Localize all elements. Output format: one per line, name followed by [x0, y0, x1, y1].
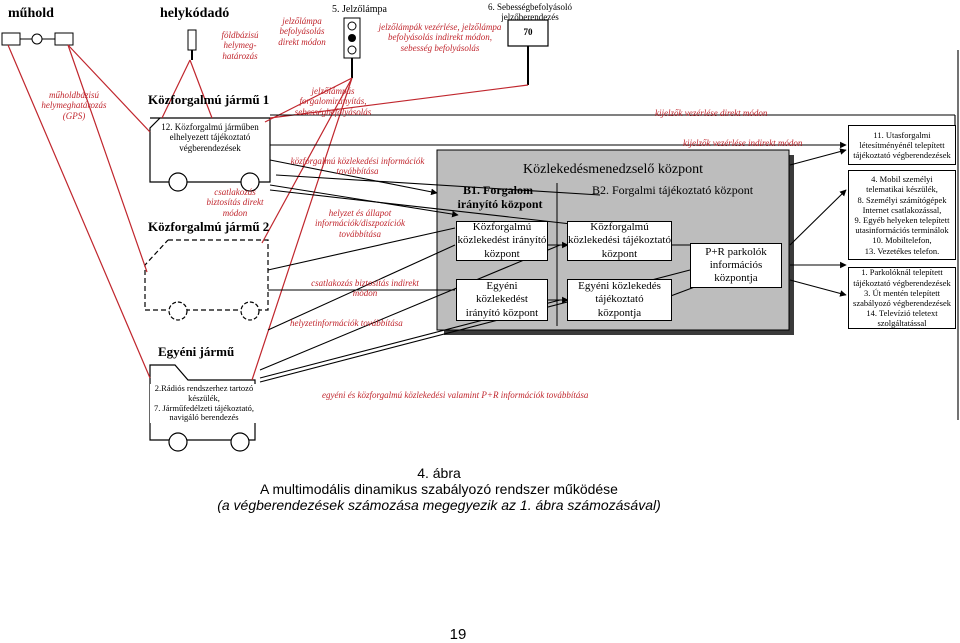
b1-public-box: Közforgalmú közlekedést irányító központ — [456, 221, 548, 261]
terminal-box-1: 1. Parkolóknál telepített tájékoztató vé… — [848, 267, 956, 329]
bus-2-wheel-rear — [240, 301, 260, 321]
bus-1-wheel-front — [168, 172, 188, 192]
speed-sign-icon — [507, 19, 549, 85]
beacon-icon — [187, 29, 197, 60]
bus-2-title: Közforgalmú jármű 2 — [148, 219, 270, 234]
terminal-box-11: 11. Utasforgalmi létesítményénél telepít… — [848, 125, 956, 165]
figure-number: 4. ábra — [417, 465, 461, 481]
beacon-label: helykódadó — [160, 6, 230, 21]
direct-display-label: kijelzők vezérlése direkt módon — [655, 108, 768, 118]
car-wheel-rear — [230, 432, 250, 452]
signal-direct-label: jelzőlámpa befolyásolás direkt módon — [278, 16, 326, 47]
speed-device-title: 6. Sebességbefolyásoló jelzőberendezés — [488, 2, 572, 23]
bus-1-device-label: 12. Közforgalmú járműben elhelyezett táj… — [161, 122, 259, 153]
bus-1-wheel-rear — [240, 172, 260, 192]
car-wheel-front — [168, 432, 188, 452]
center-title: Közlekedésmenedzselő központ — [523, 162, 703, 177]
pr-center-box: P+R parkolók információs központja — [690, 243, 782, 288]
traffic-light-icon — [343, 17, 361, 78]
data-flow-lines — [259, 50, 959, 420]
page-number: 19 — [449, 626, 467, 643]
indirect-connection-label: csatlakozás biztosítás indirekt módon — [311, 278, 419, 299]
car-title: Egyéni jármű — [158, 344, 235, 359]
position-info-label: helyzetinformációk továbbítása — [290, 318, 403, 328]
public-info-label: közforgalmú közlekedési információk tová… — [290, 156, 425, 177]
figure-subtitle: (a végberendezések számozása megegyezik … — [217, 497, 661, 513]
speed-sign-value: 70 — [523, 27, 533, 37]
signal-indirect-label: jelzőlámpák vezérlése, jelzőlámpa befoly… — [378, 22, 502, 53]
satellite-label: műhold — [8, 6, 54, 21]
b2-public-box: Közforgalmú közlekedési tájékoztató közp… — [567, 221, 672, 261]
terminal-box-4: 4. Mobil személyi telematikai készülék, … — [848, 170, 956, 260]
satellite-icon — [1, 32, 74, 46]
status-info-label: helyzet és állapot információk/diszpozíc… — [315, 208, 405, 239]
signal-control-label: jelzőlámpás forgalomirányítás, sebességb… — [294, 86, 372, 117]
b2-private-box: Egyéni közlekedés tájékoztató központja — [567, 279, 672, 321]
traffic-light-title: 5. Jelzőlámpa — [332, 4, 387, 15]
figure-title: A multimodális dinamikus szabályozó rend… — [260, 481, 618, 497]
bus-1-title: Közforgalmú jármű 1 — [148, 92, 270, 107]
bus-1-outline — [149, 117, 271, 183]
b2-title: B2. Forgalmi tájékoztató központ — [591, 183, 754, 197]
direct-connection-label: csatlakozás biztosítás direkt módon — [206, 187, 264, 218]
ground-positioning-label: földbázisú helymeg- határozás — [221, 30, 259, 61]
combined-info-label: egyéni és közforgalmú közlekedési valami… — [322, 390, 589, 400]
indirect-display-label: kijelzők vezérlése indirekt módon — [683, 138, 803, 148]
b1-private-box: Egyéni közlekedést irányító központ — [456, 279, 548, 321]
b1-title: B1. Forgalom- irányító központ — [457, 183, 543, 211]
bus-2-wheel-front — [168, 301, 188, 321]
car-device-label: 2.Rádiós rendszerhez tartozó készülék, 7… — [150, 383, 258, 424]
bus-2-outline — [144, 239, 269, 311]
gps-label: műholdbázisú helymeghatározás (GPS) — [41, 90, 107, 121]
